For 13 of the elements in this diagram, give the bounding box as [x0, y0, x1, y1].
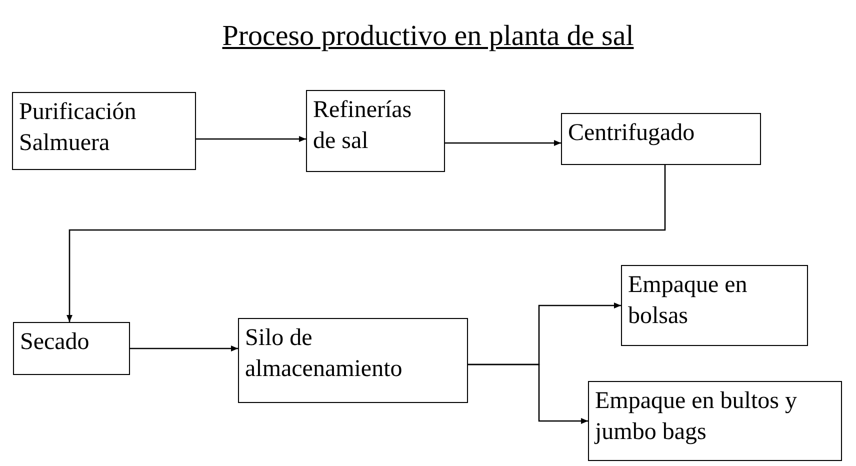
process-box: Empaque en bolsas	[621, 265, 808, 346]
process-box: Secado	[13, 322, 130, 375]
arrow	[66, 165, 666, 322]
arrow	[130, 346, 238, 352]
arrow	[196, 136, 306, 142]
process-box: Refinerías de sal	[306, 90, 445, 172]
process-box: Silo de almacenamiento	[238, 318, 468, 403]
process-box: Centrifugado	[561, 113, 761, 165]
diagram-title: Proceso productivo en planta de sal	[222, 20, 634, 52]
process-box: Purificación Salmuera	[12, 92, 196, 170]
arrow	[468, 364, 588, 424]
arrow	[445, 140, 561, 146]
process-box: Empaque en bultos y jumbo bags	[588, 381, 842, 461]
